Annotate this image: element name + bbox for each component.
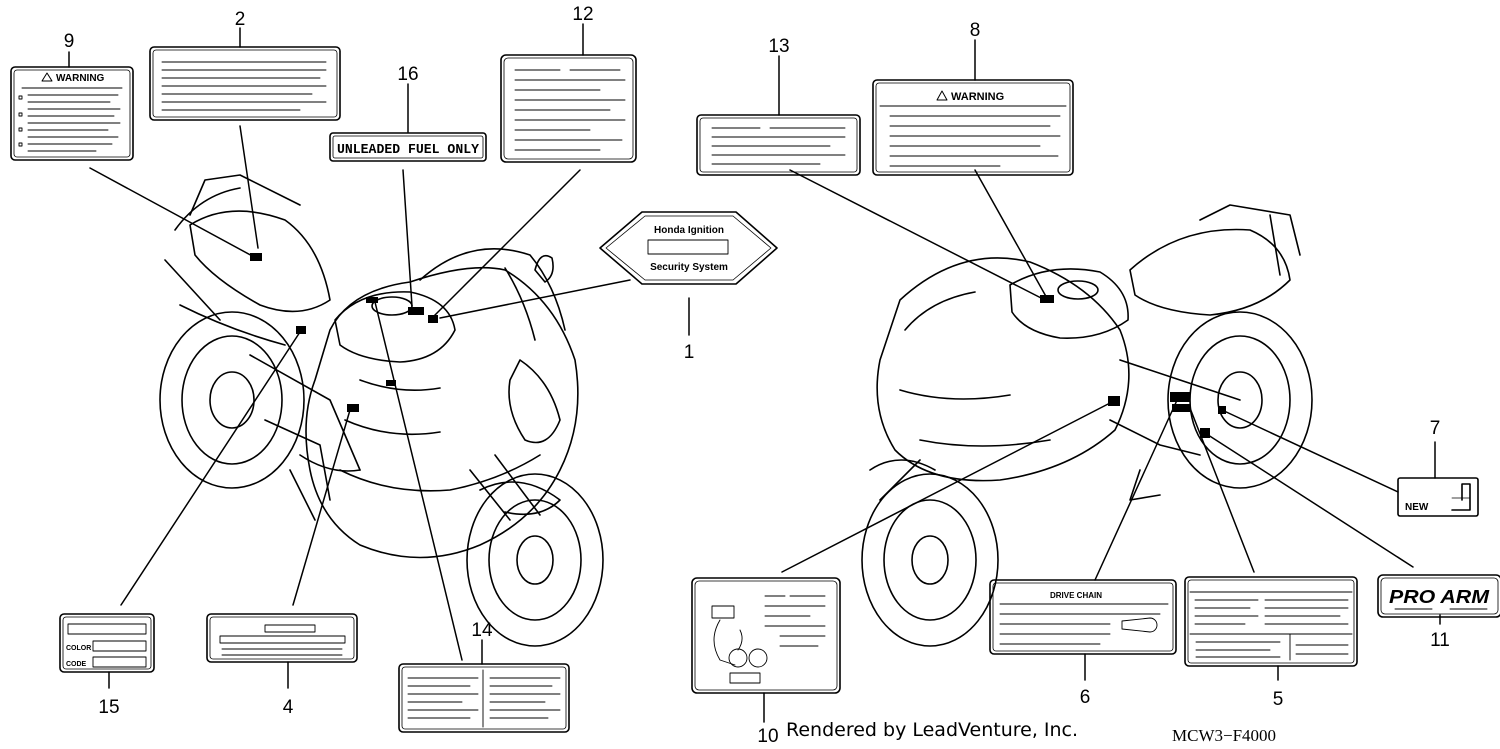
callout-2: 2 (235, 9, 246, 30)
security-system-text: Security System (650, 262, 728, 273)
decal-10 (691, 577, 841, 694)
decal-11-pro-arm (1377, 574, 1500, 618)
callout-6: 6 (1080, 687, 1091, 708)
decal-8-warning-text: WARNING (951, 91, 1004, 103)
unleaded-fuel-text: UNLEADED FUEL ONLY (337, 142, 480, 158)
drive-chain-text: DRIVE CHAIN (1050, 591, 1102, 600)
pro-arm-text: PRO ARM (1389, 587, 1490, 607)
decal-1-ignition-security (599, 211, 778, 285)
decal-14 (398, 663, 570, 733)
color-label: COLOR (66, 645, 91, 652)
decal-7-new (1397, 477, 1479, 517)
callout-8: 8 (970, 20, 981, 41)
callout-16: 16 (397, 64, 418, 85)
callout-5: 5 (1273, 689, 1284, 710)
rendered-by-credit: Rendered by LeadVenture, Inc. (786, 719, 1079, 741)
decal-8-warning (872, 79, 1074, 176)
decal-13 (696, 114, 861, 176)
motorcycle-right-illustration (861, 204, 1313, 647)
decal-9-warning (10, 66, 134, 161)
new-text: NEW (1405, 502, 1429, 513)
decal-9-warning-text: WARNING (56, 73, 105, 84)
decal-6-drive-chain (989, 579, 1177, 655)
diagram-code: MCW3−F4000 (1172, 726, 1277, 745)
honda-ignition-text: Honda Ignition (654, 225, 724, 236)
decal-5 (1184, 576, 1358, 667)
decal-16-unleaded-fuel (329, 132, 487, 162)
callout-4: 4 (283, 697, 294, 718)
decal-2 (149, 46, 341, 121)
callout-15: 15 (98, 697, 119, 718)
decal-12 (500, 54, 637, 163)
callout-14: 14 (471, 620, 493, 641)
callout-13: 13 (768, 36, 789, 57)
leader-lines (68, 23, 1441, 723)
callout-12: 12 (572, 4, 593, 25)
code-label: CODE (66, 661, 87, 668)
decal-15-color-code (59, 613, 155, 673)
callout-7: 7 (1430, 418, 1441, 439)
callout-10: 10 (757, 726, 778, 747)
motorcycle-left-illustration (159, 174, 604, 647)
callout-9: 9 (64, 31, 75, 52)
callout-11: 11 (1430, 630, 1450, 651)
callout-1: 1 (684, 342, 695, 363)
decal-4 (206, 613, 358, 663)
